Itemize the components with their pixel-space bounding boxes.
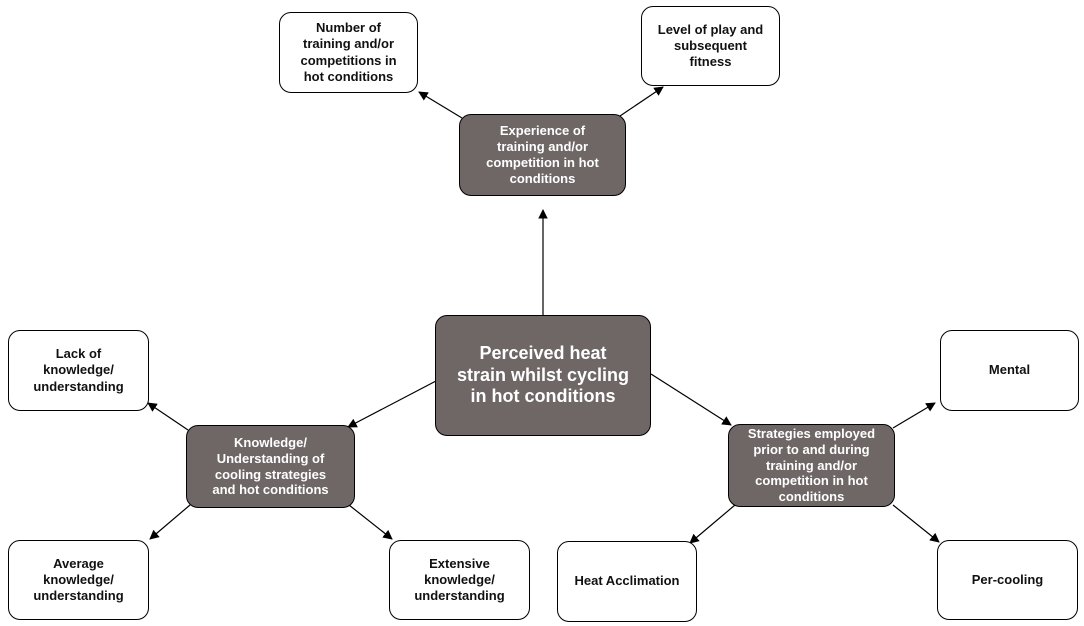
arrow-strategies-to-percooling: [892, 504, 940, 543]
leaf-mental: Mental: [940, 330, 1079, 411]
leaf-heat-acclimation: Heat Acclimation: [557, 541, 697, 622]
leaf-number-training: Number of training and/or competitions i…: [279, 12, 418, 93]
arrow-knowledge-to-average: [149, 504, 191, 540]
arrow-knowledge-to-extensive: [348, 504, 393, 540]
center-node: Perceived heat strain whilst cycling in …: [435, 315, 651, 436]
arrow-experience-to-level: [619, 86, 664, 117]
leaf-extensive-knowledge: Extensive knowledge/ understanding: [389, 540, 530, 620]
branch-experience: Experience of training and/or competitio…: [459, 114, 626, 196]
arrow-strategies-to-heat: [689, 504, 736, 544]
arrow-strategies-to-mental: [892, 402, 936, 429]
branch-knowledge: Knowledge/ Understanding of cooling stra…: [186, 425, 355, 508]
arrow-center-to-strategies: [650, 373, 732, 426]
leaf-level-of-play: Level of play and subsequent fitness: [641, 6, 780, 86]
arrow-experience-to-number: [418, 91, 463, 119]
leaf-lack-knowledge: Lack of knowledge/ understanding: [8, 330, 149, 411]
arrow-knowledge-to-lack: [147, 402, 189, 431]
leaf-average-knowledge: Average knowledge/ understanding: [8, 540, 149, 620]
branch-strategies: Strategies employed prior to and during …: [728, 424, 895, 507]
leaf-per-cooling: Per-cooling: [937, 540, 1078, 620]
arrow-center-to-knowledge: [347, 380, 437, 428]
